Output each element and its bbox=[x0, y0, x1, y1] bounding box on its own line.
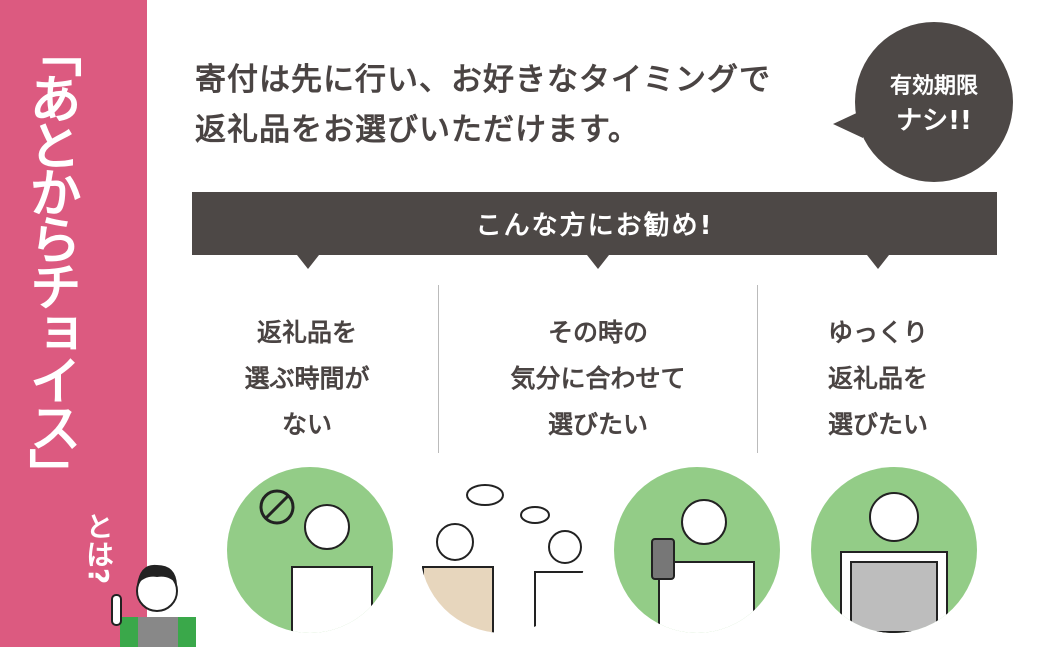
reason-take-time: ゆっくり 返礼品を 選びたい bbox=[827, 318, 928, 439]
badge-line2: ナシ!! bbox=[896, 105, 972, 136]
column-divider bbox=[757, 285, 758, 453]
busy-woman-illustration bbox=[227, 467, 393, 633]
pointing-man-illustration bbox=[111, 564, 196, 647]
reason-by-mood: その時の 気分に合わせて 選びたい bbox=[510, 318, 686, 439]
no-expiry-badge: 有効期限 ナシ!! bbox=[833, 22, 1013, 182]
side-panel: 「あとからチョイス」 とは? bbox=[0, 0, 147, 647]
banner-pointer bbox=[587, 255, 609, 269]
recommend-banner: こんな方にお勧め! bbox=[192, 192, 997, 255]
talking-couple-illustration bbox=[420, 467, 586, 633]
lead-text: 寄付は先に行い、お好きなタイミングで 返礼品をお選びいただけます。 bbox=[195, 62, 771, 148]
column-divider bbox=[438, 285, 439, 453]
side-subtitle: とは? bbox=[82, 512, 115, 585]
phone-woman-illustration bbox=[614, 467, 780, 633]
laptop-woman-illustration bbox=[811, 467, 977, 633]
badge-line1: 有効期限 bbox=[889, 73, 978, 99]
banner-pointer bbox=[297, 255, 319, 269]
reason-no-time: 返礼品を 選ぶ時間が ない bbox=[244, 318, 370, 439]
banner-pointer bbox=[867, 255, 889, 269]
side-title: 「あとからチョイス」 bbox=[20, 25, 81, 495]
